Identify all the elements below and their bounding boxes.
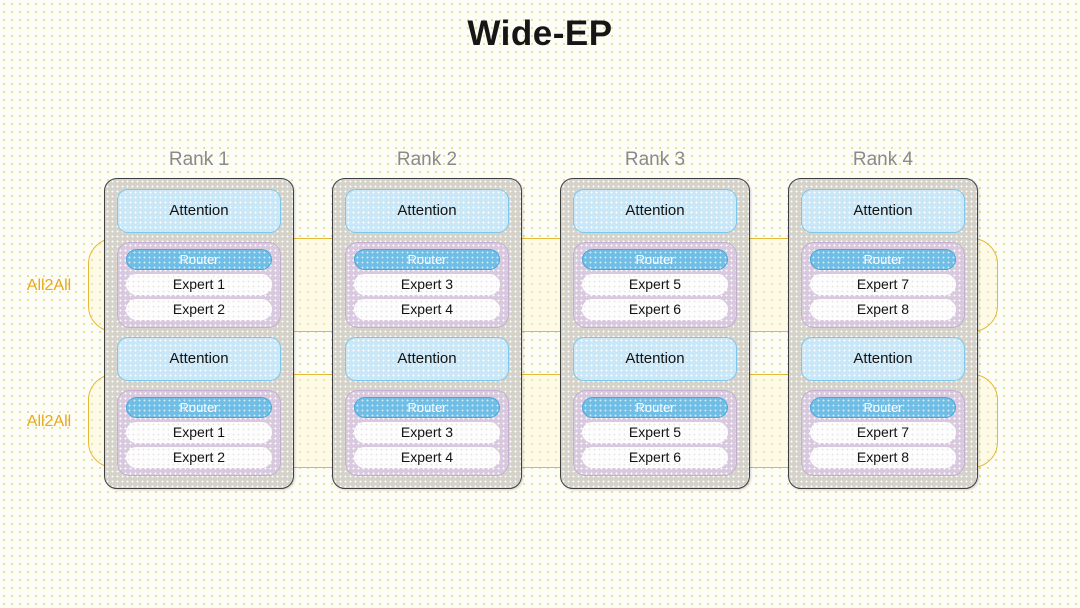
- rank-column-2: Rank 2 Attention Router Expert 3 Expert …: [332, 148, 522, 489]
- expert-item: Expert 8: [810, 299, 956, 320]
- router-2-2: Router: [354, 397, 500, 418]
- expert-item: Expert 3: [354, 274, 500, 295]
- rank-title-2: Rank 2: [396, 149, 458, 170]
- moe-block-2-2: Router Expert 3 Expert 4: [345, 390, 509, 476]
- all2all-label-layer-2: All2All: [26, 413, 72, 430]
- moe-block-1-1: Router Expert 1 Expert 2: [117, 242, 281, 328]
- attention-block-3-1: Attention: [573, 189, 737, 233]
- expert-item: Expert 4: [354, 299, 500, 320]
- rank-box-2: Attention Router Expert 3 Expert 4 Atten…: [332, 178, 522, 489]
- rank-column-3: Rank 3 Attention Router Expert 5 Expert …: [560, 148, 750, 489]
- expert-item: Expert 5: [582, 274, 728, 295]
- rank-title-4: Rank 4: [852, 149, 914, 170]
- router-3-1: Router: [582, 249, 728, 270]
- moe-block-3-2: Router Expert 5 Expert 6: [573, 390, 737, 476]
- all2all-label-layer-1: All2All: [26, 277, 72, 294]
- moe-block-4-2: Router Expert 7 Expert 8: [801, 390, 965, 476]
- router-2-1: Router: [354, 249, 500, 270]
- router-3-2: Router: [582, 397, 728, 418]
- rank-box-4: Attention Router Expert 7 Expert 8 Atten…: [788, 178, 978, 489]
- expert-item: Expert 1: [126, 422, 272, 443]
- router-1-2: Router: [126, 397, 272, 418]
- moe-block-2-1: Router Expert 3 Expert 4: [345, 242, 509, 328]
- expert-item: Expert 7: [810, 274, 956, 295]
- expert-item: Expert 1: [126, 274, 272, 295]
- attention-block-4-2: Attention: [801, 337, 965, 381]
- expert-item: Expert 6: [582, 447, 728, 468]
- moe-block-4-1: Router Expert 7 Expert 8: [801, 242, 965, 328]
- attention-block-3-2: Attention: [573, 337, 737, 381]
- rank-column-4: Rank 4 Attention Router Expert 7 Expert …: [788, 148, 978, 489]
- rank-title-3: Rank 3: [624, 149, 686, 170]
- router-4-2: Router: [810, 397, 956, 418]
- expert-item: Expert 6: [582, 299, 728, 320]
- moe-block-1-2: Router Expert 1 Expert 2: [117, 390, 281, 476]
- rank-column-1: Rank 1 Attention Router Expert 1 Expert …: [104, 148, 294, 489]
- rank-title-1: Rank 1: [168, 149, 230, 170]
- rank-box-1: Attention Router Expert 1 Expert 2 Atten…: [104, 178, 294, 489]
- rank-box-3: Attention Router Expert 5 Expert 6 Atten…: [560, 178, 750, 489]
- router-1-1: Router: [126, 249, 272, 270]
- attention-block-1-2: Attention: [117, 337, 281, 381]
- expert-item: Expert 4: [354, 447, 500, 468]
- page-title: Wide-EP: [467, 14, 613, 53]
- expert-item: Expert 8: [810, 447, 956, 468]
- moe-block-3-1: Router Expert 5 Expert 6: [573, 242, 737, 328]
- attention-block-4-1: Attention: [801, 189, 965, 233]
- expert-item: Expert 5: [582, 422, 728, 443]
- attention-block-2-1: Attention: [345, 189, 509, 233]
- expert-item: Expert 2: [126, 299, 272, 320]
- expert-item: Expert 7: [810, 422, 956, 443]
- attention-block-1-1: Attention: [117, 189, 281, 233]
- router-4-1: Router: [810, 249, 956, 270]
- expert-item: Expert 2: [126, 447, 272, 468]
- expert-item: Expert 3: [354, 422, 500, 443]
- attention-block-2-2: Attention: [345, 337, 509, 381]
